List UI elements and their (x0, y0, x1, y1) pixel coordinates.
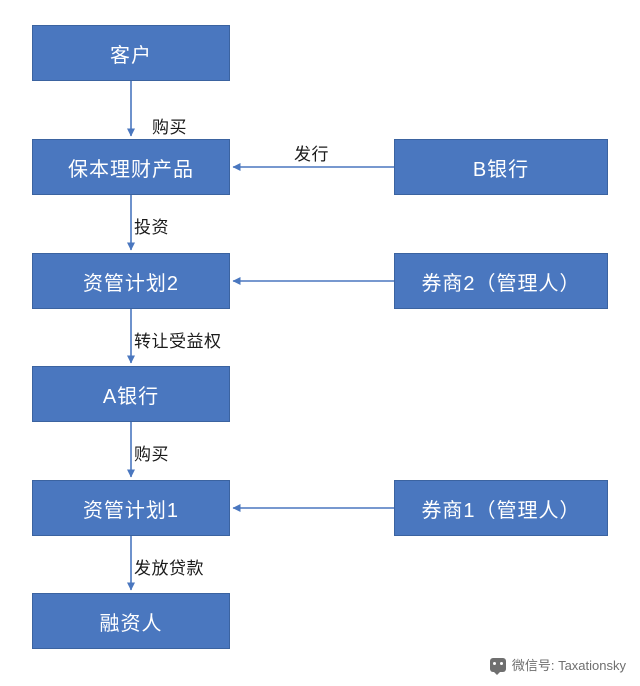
node-broker1-label: 券商1（管理人） (421, 499, 581, 522)
node-bank-b-label: B银行 (472, 158, 530, 181)
edge-label-purchase-product: 购买 (152, 118, 187, 137)
edge-label-transfer-beneficial-right: 转让受益权 (134, 332, 222, 351)
node-customer[interactable]: 客户 (32, 25, 230, 81)
node-product[interactable]: 保本理财产品 (32, 139, 230, 195)
node-plan1-label: 资管计划1 (82, 499, 180, 522)
watermark: 微信号: Taxationsky (489, 655, 626, 675)
node-broker1[interactable]: 券商1（管理人） (394, 480, 608, 536)
node-borrower[interactable]: 融资人 (32, 593, 230, 649)
node-broker2-label: 券商2（管理人） (421, 272, 581, 295)
edge-label-purchase-plan1: 购买 (134, 445, 169, 464)
node-plan2-label: 资管计划2 (82, 272, 180, 295)
edge-label-issue-loan: 发放贷款 (134, 559, 204, 578)
wechat-badge-icon (489, 657, 506, 675)
node-bank-a-label: A银行 (102, 385, 160, 408)
node-bank-b[interactable]: B银行 (394, 139, 608, 195)
node-product-label: 保本理财产品 (68, 158, 194, 181)
watermark-text: 微信号: Taxationsky (511, 658, 626, 673)
node-plan2[interactable]: 资管计划2 (32, 253, 230, 309)
node-customer-label: 客户 (110, 44, 152, 67)
node-bank-a[interactable]: A银行 (32, 366, 230, 422)
edge-label-issue: 发行 (294, 145, 329, 164)
node-borrower-label: 融资人 (99, 612, 163, 635)
node-plan1[interactable]: 资管计划1 (32, 480, 230, 536)
edge-label-invest: 投资 (134, 218, 169, 237)
node-broker2[interactable]: 券商2（管理人） (394, 253, 608, 309)
